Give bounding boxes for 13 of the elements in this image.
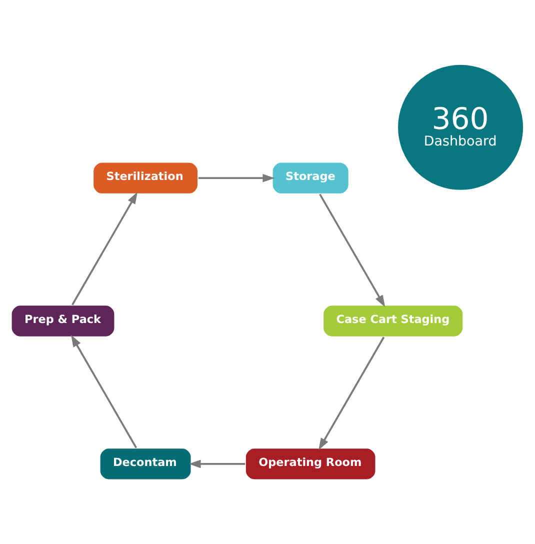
node-box: Storage: [271, 161, 350, 195]
node-box: Operating Room: [244, 447, 377, 481]
arrow: [72, 192, 138, 306]
node-box: Prep & Pack: [10, 304, 116, 338]
arrow: [319, 194, 386, 308]
arrow: [188, 460, 246, 468]
node-box: Case Cart Staging: [322, 304, 464, 338]
arrow: [318, 336, 385, 450]
node-box: Sterilization: [92, 161, 199, 195]
node-box: Decontam: [98, 447, 192, 481]
node-circle: 360 Dashboard: [396, 63, 525, 192]
arrow: [71, 334, 138, 448]
arrow: [198, 174, 275, 182]
